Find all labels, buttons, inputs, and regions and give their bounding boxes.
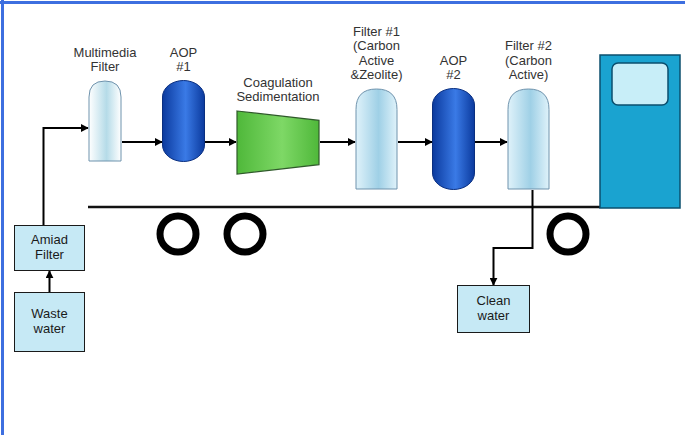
- cab-window: [612, 63, 668, 105]
- unit-label: AOP #2: [434, 54, 474, 83]
- wheel: [160, 216, 196, 252]
- process-box: Clean water: [457, 285, 530, 333]
- frame-left: [1, 0, 4, 435]
- flow-arrow: [205, 141, 236, 143]
- wheel: [550, 216, 586, 252]
- tank-shape: Coagulation Sedimentation: [236, 110, 320, 175]
- box-label: Amiad Filter: [15, 229, 84, 267]
- unit-label: AOP #1: [164, 46, 204, 75]
- box-label: Waste water: [15, 303, 84, 341]
- flow-arrow: [44, 128, 89, 225]
- flow-arrow: [49, 271, 51, 292]
- vessel-outline: [88, 80, 122, 162]
- flow-arrow: [494, 190, 533, 285]
- flow-arrow: [398, 141, 432, 143]
- unit-label: Filter #2 (Carbon Active): [497, 39, 561, 83]
- flow-arrow: [122, 141, 162, 143]
- vessel-outline: [432, 88, 475, 190]
- unit-label: Multimedia Filter: [65, 46, 145, 75]
- vessel-outline: [355, 88, 398, 190]
- vessel-outline: [236, 110, 320, 175]
- box-label: Clean water: [458, 290, 529, 328]
- process-box: Amiad Filter: [14, 225, 85, 271]
- wheel: [227, 216, 263, 252]
- vessel-shape: AOP #1: [162, 80, 205, 162]
- truck-chassis: [88, 206, 600, 209]
- vessel-shape: AOP #2: [432, 88, 475, 190]
- frame-top: [0, 1, 685, 4]
- unit-label: Filter #1 (Carbon Active &Zeolite): [345, 25, 409, 83]
- vessel-outline: [162, 80, 205, 162]
- vessel-outline: [507, 88, 550, 190]
- flow-arrow: [475, 141, 507, 143]
- flow-arrow: [320, 141, 355, 143]
- process-box: Waste water: [14, 292, 85, 352]
- truck-cab: [600, 55, 680, 208]
- vessel-shape: Filter #1 (Carbon Active &Zeolite): [355, 88, 398, 190]
- vessel-shape: Multimedia Filter: [88, 80, 122, 162]
- unit-label: Coagulation Sedimentation: [228, 76, 328, 105]
- vessel-shape: Filter #2 (Carbon Active): [507, 88, 550, 190]
